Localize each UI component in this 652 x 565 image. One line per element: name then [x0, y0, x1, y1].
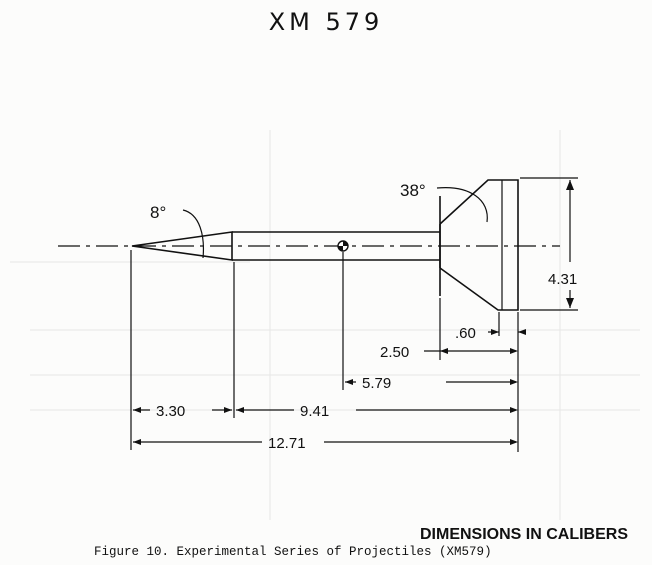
cg-from-base-dimension: 5.79 — [345, 375, 518, 392]
cg-from-base-label: 5.79 — [362, 375, 391, 392]
figure-title: XM 579 — [268, 8, 384, 36]
body-length-label: 9.41 — [300, 403, 329, 420]
cg-marker — [337, 240, 349, 252]
projectile-outline — [131, 179, 519, 311]
nose-body-dimension: 3.30 9.41 — [133, 403, 518, 420]
nose-angle-arc — [182, 209, 205, 259]
cg-to-flare-label: 2.50 — [380, 344, 409, 361]
base-diameter-dimension: 4.31 — [520, 177, 578, 311]
nose-angle-label: 8° — [150, 203, 166, 222]
flare-angle-label: 38° — [400, 181, 426, 200]
nose-length-label: 3.30 — [156, 403, 185, 420]
units-note: DIMENSIONS IN CALIBERS — [419, 526, 628, 543]
figure-caption: Figure 10. Experimental Series of Projec… — [94, 545, 492, 559]
flare-length-label: .60 — [455, 325, 476, 342]
flare-angle-arc — [436, 187, 488, 223]
ghost-background-lines — [10, 130, 640, 520]
overall-length-label: 12.71 — [268, 435, 306, 452]
overall-length-dimension: 12.71 — [133, 435, 518, 452]
cg-to-flare-dimension: 2.50 — [380, 344, 518, 361]
flare-length-dimension: .60 — [455, 325, 526, 342]
base-diameter-label: 4.31 — [548, 271, 577, 288]
